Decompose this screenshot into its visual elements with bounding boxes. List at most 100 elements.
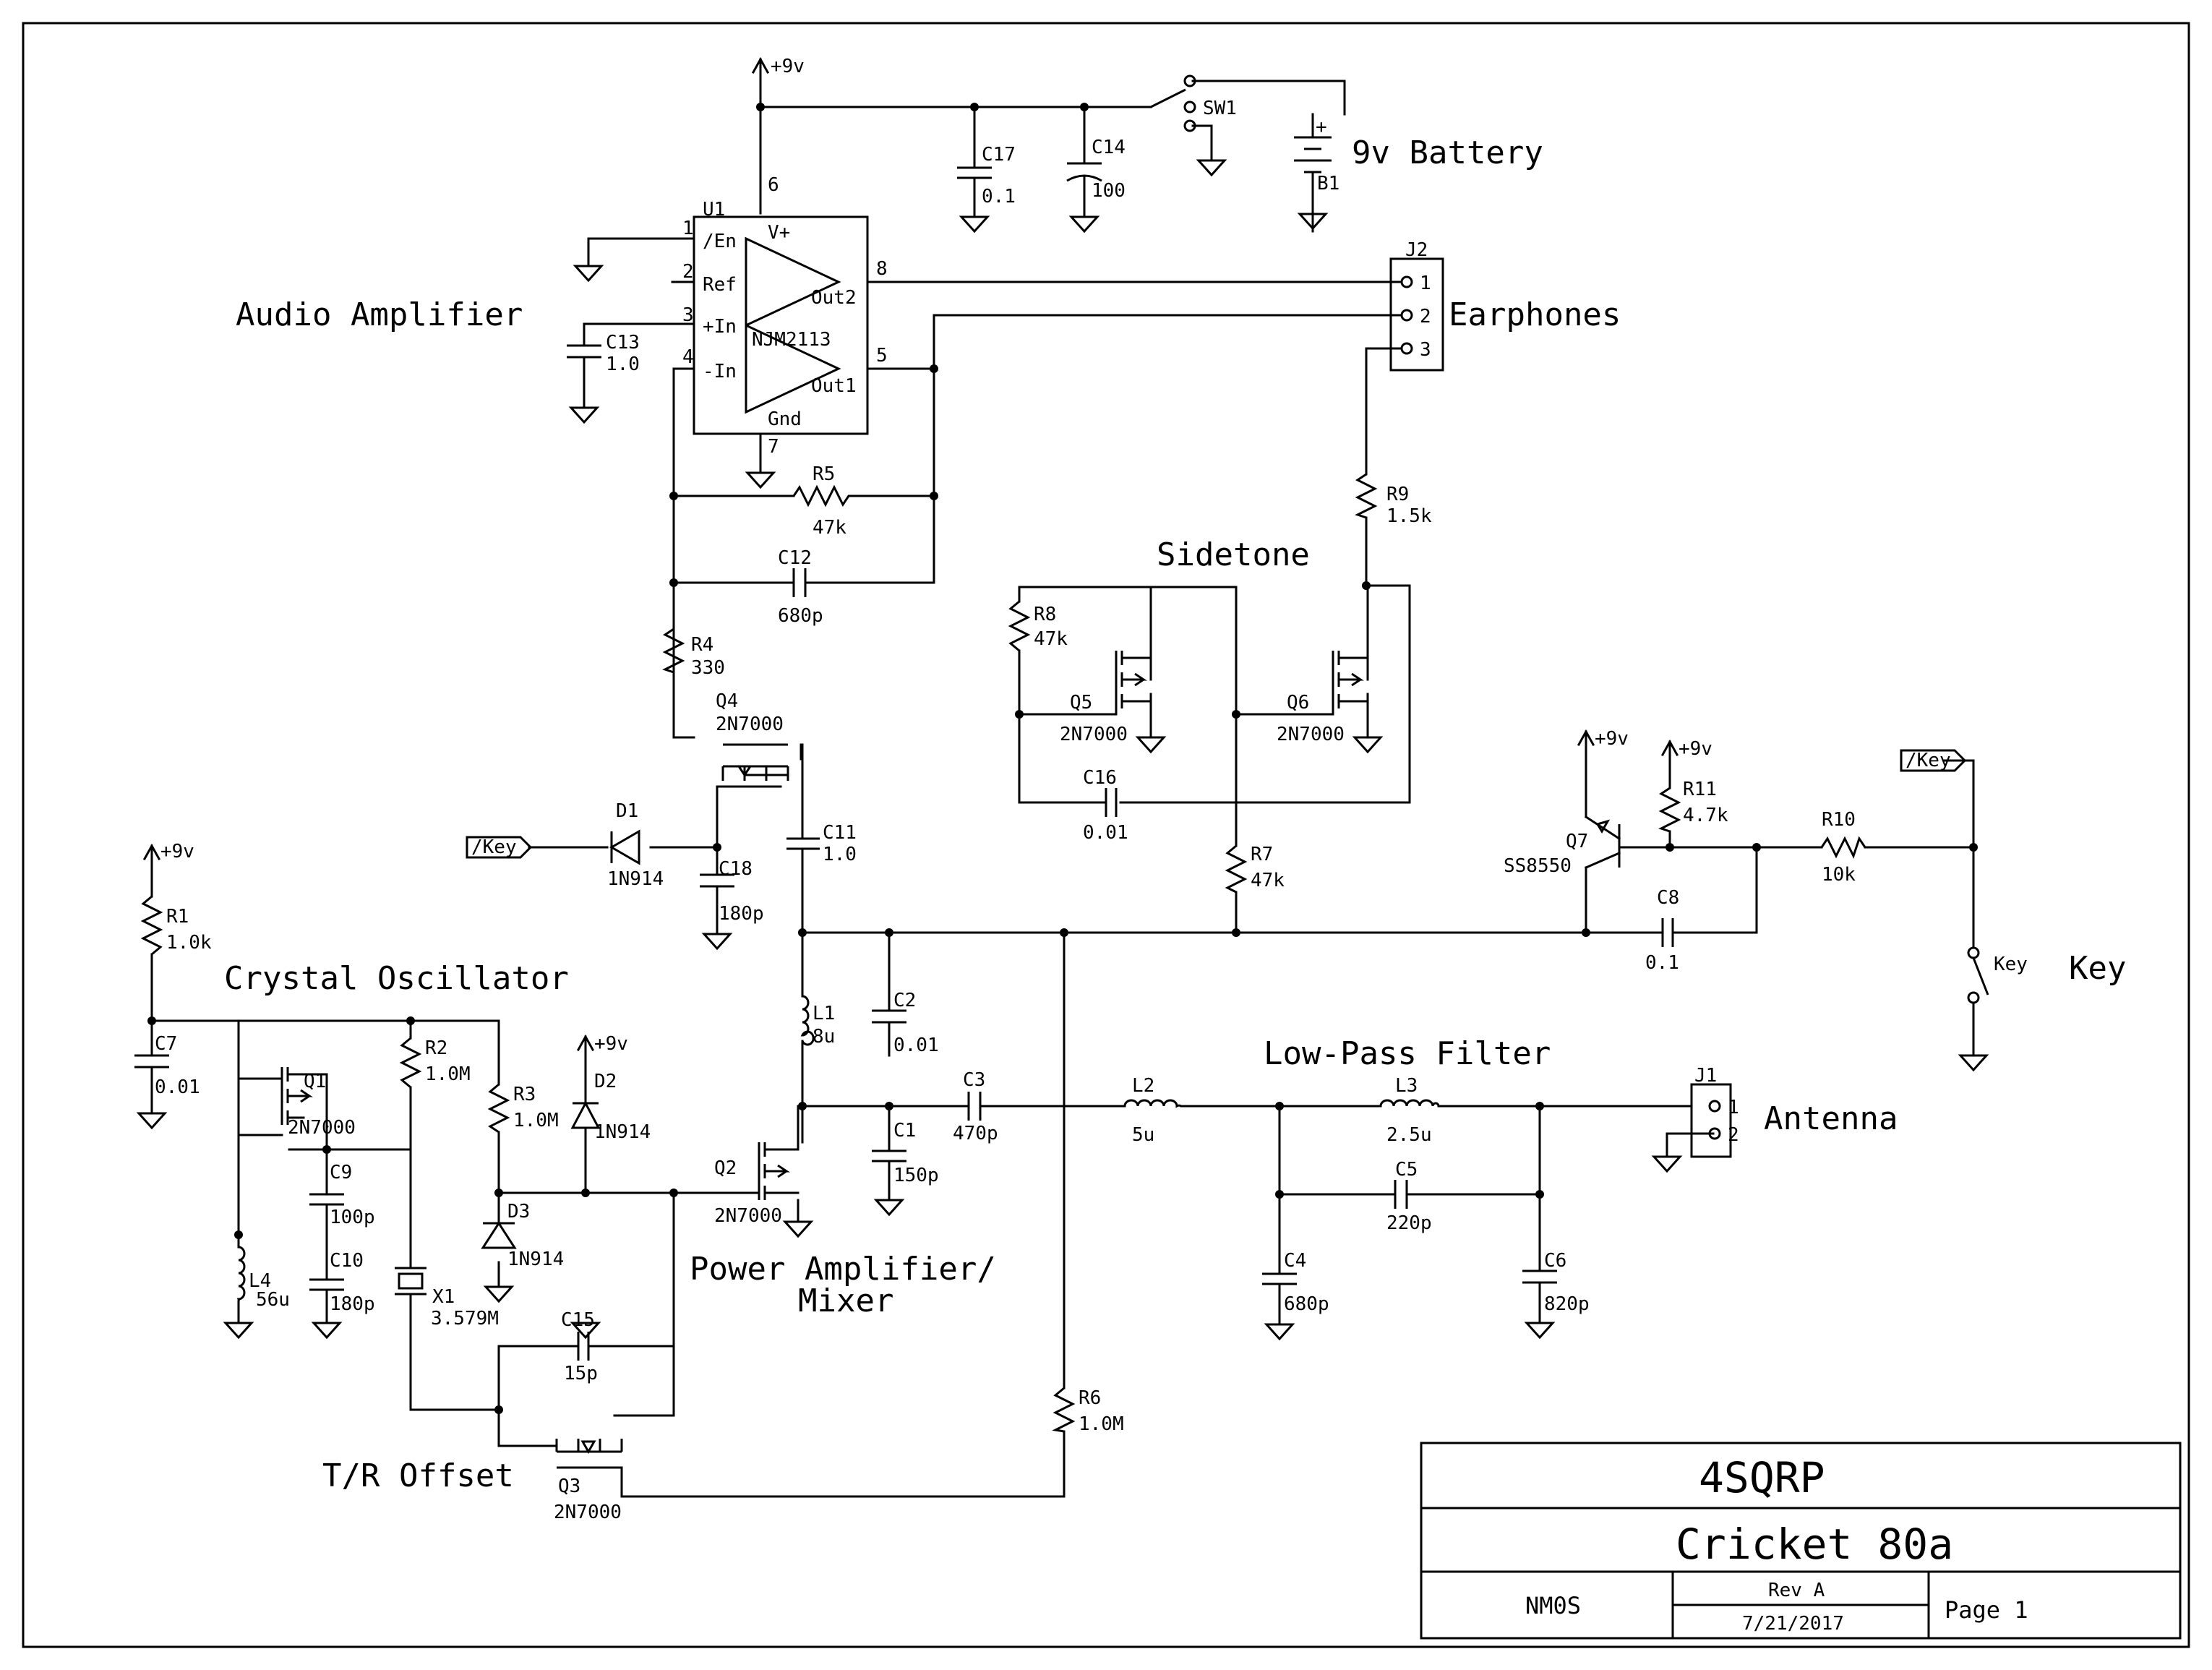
svg-text:Key: Key	[1994, 954, 2028, 975]
u1-audio-amplifier-ic: U1 NJM2113 /En Ref +In -In V+ Gnd Out2 O…	[682, 174, 888, 458]
sw1-power-switch: SW1	[1150, 74, 1237, 132]
svg-text:L4: L4	[249, 1270, 271, 1292]
svg-text:0.01: 0.01	[1083, 822, 1128, 844]
svg-text:J2: J2	[1405, 239, 1428, 261]
label-antenna: Antenna	[1764, 1100, 1898, 1137]
svg-text:-In: -In	[703, 361, 737, 382]
svg-text:3: 3	[682, 304, 694, 326]
svg-text:NJM2113: NJM2113	[752, 329, 831, 351]
svg-text:/Key: /Key	[471, 836, 517, 858]
svg-text:1.0M: 1.0M	[425, 1063, 471, 1085]
svg-text:R10: R10	[1822, 809, 1856, 831]
svg-text:0.1: 0.1	[1645, 952, 1679, 974]
svg-text:J1: J1	[1694, 1065, 1717, 1087]
svg-text:R1: R1	[166, 906, 189, 928]
svg-text:1: 1	[1420, 273, 1431, 294]
svg-text:1N914: 1N914	[594, 1121, 651, 1143]
svg-text:B1: B1	[1317, 173, 1339, 194]
svg-text:+9v: +9v	[771, 56, 805, 77]
svg-text:5u: 5u	[1132, 1124, 1154, 1146]
svg-text:100: 100	[1092, 180, 1126, 202]
svg-text:47k: 47k	[813, 517, 846, 539]
svg-text:C8: C8	[1657, 887, 1679, 909]
svg-text:R3: R3	[513, 1084, 536, 1105]
svg-text:Q5: Q5	[1070, 692, 1092, 714]
svg-text:C16: C16	[1083, 767, 1117, 789]
svg-text:Gnd: Gnd	[768, 408, 802, 430]
svg-text:4.7k: 4.7k	[1683, 805, 1728, 826]
resistors: R5 47k R4 330 R9 1.5k R8 47k R7 47k R11 …	[140, 463, 1866, 1435]
svg-text:+9v: +9v	[594, 1033, 628, 1055]
q7-pnp-transistor: Q7 SS8550	[1504, 815, 1621, 877]
svg-text:C11: C11	[823, 822, 857, 844]
svg-text:6: 6	[768, 174, 779, 196]
svg-text:4: 4	[682, 346, 694, 368]
net-labels: /Key /Key	[466, 749, 1967, 859]
svg-text:R2: R2	[425, 1037, 447, 1059]
svg-text:Q3: Q3	[558, 1476, 580, 1497]
svg-text:820p: 820p	[1544, 1293, 1590, 1315]
svg-text:C14: C14	[1092, 137, 1126, 158]
svg-text:2: 2	[1420, 306, 1431, 327]
svg-text:2N7000: 2N7000	[288, 1117, 356, 1139]
svg-text:R7: R7	[1251, 844, 1273, 865]
svg-text:0.01: 0.01	[155, 1076, 200, 1098]
svg-text:C17: C17	[982, 144, 1016, 166]
svg-text:2N7000: 2N7000	[1060, 724, 1128, 745]
svg-text:1.0: 1.0	[606, 354, 640, 375]
svg-text:D2: D2	[594, 1071, 617, 1092]
key-switch: Key	[1967, 946, 2028, 1004]
svg-text:2N7000: 2N7000	[716, 714, 784, 735]
title-block-rev: Rev A	[1768, 1580, 1825, 1601]
capacitors: C17 0.1 C14 100 C13 1.0 C12 680p C11 1.0…	[134, 137, 1686, 1384]
label-crystal-oscillator: Crystal Oscillator	[224, 960, 569, 997]
svg-text:C9: C9	[330, 1162, 352, 1183]
ground-symbols	[136, 159, 1989, 1341]
label-battery: 9v Battery	[1352, 134, 1543, 171]
svg-text:C15: C15	[561, 1309, 595, 1331]
svg-text:C3: C3	[963, 1069, 985, 1091]
svg-text:C5: C5	[1395, 1159, 1418, 1181]
svg-text:8u: 8u	[813, 1026, 835, 1048]
svg-text:L2: L2	[1132, 1075, 1154, 1097]
label-audio-amplifier: Audio Amplifier	[236, 296, 523, 333]
svg-text:C6: C6	[1544, 1250, 1566, 1272]
svg-text:470p: 470p	[953, 1123, 998, 1144]
label-mixer: Mixer	[798, 1283, 893, 1319]
svg-text:Q7: Q7	[1566, 831, 1588, 852]
svg-text:C2: C2	[893, 990, 916, 1011]
svg-text:C13: C13	[606, 332, 640, 354]
svg-text:2.5u: 2.5u	[1386, 1124, 1432, 1146]
svg-text:C7: C7	[155, 1033, 177, 1055]
svg-text:8: 8	[876, 258, 888, 280]
svg-text:15p: 15p	[564, 1363, 598, 1384]
svg-text:1.0M: 1.0M	[513, 1110, 559, 1131]
svg-text:C12: C12	[778, 547, 812, 569]
svg-text:1.0M: 1.0M	[1079, 1413, 1124, 1435]
svg-text:1.0: 1.0	[823, 844, 857, 865]
svg-text:Q6: Q6	[1287, 692, 1309, 714]
section-labels: Audio Amplifier Earphones Sidetone 9v Ba…	[224, 134, 2126, 1494]
title-block-date: 7/21/2017	[1742, 1613, 1844, 1635]
svg-text:220p: 220p	[1386, 1212, 1432, 1234]
svg-text:U1: U1	[703, 199, 725, 220]
svg-text:L3: L3	[1395, 1075, 1418, 1097]
label-tr-offset: T/R Offset	[322, 1457, 514, 1494]
svg-text:C10: C10	[330, 1250, 364, 1272]
svg-text:1.5k: 1.5k	[1386, 505, 1432, 527]
svg-text:330: 330	[691, 657, 725, 679]
inductors: L1 8u L2 5u L3 2.5u L4 56u	[236, 995, 1440, 1311]
svg-text:X1: X1	[432, 1286, 455, 1308]
svg-text:1N914: 1N914	[507, 1249, 564, 1270]
svg-text:0.01: 0.01	[893, 1035, 939, 1056]
svg-text:7: 7	[768, 436, 779, 458]
title-block-author: NM0S	[1525, 1592, 1581, 1619]
svg-text:SS8550: SS8550	[1504, 855, 1572, 877]
svg-text:3: 3	[1420, 339, 1431, 361]
title-block-page: Page 1	[1945, 1596, 2028, 1624]
svg-text:3.579M: 3.579M	[431, 1308, 499, 1329]
label-power-amplifier: Power Amplifier/	[690, 1251, 996, 1288]
svg-text:+9v: +9v	[1595, 728, 1629, 750]
svg-text:R9: R9	[1386, 484, 1409, 505]
svg-text:D3: D3	[507, 1201, 530, 1222]
